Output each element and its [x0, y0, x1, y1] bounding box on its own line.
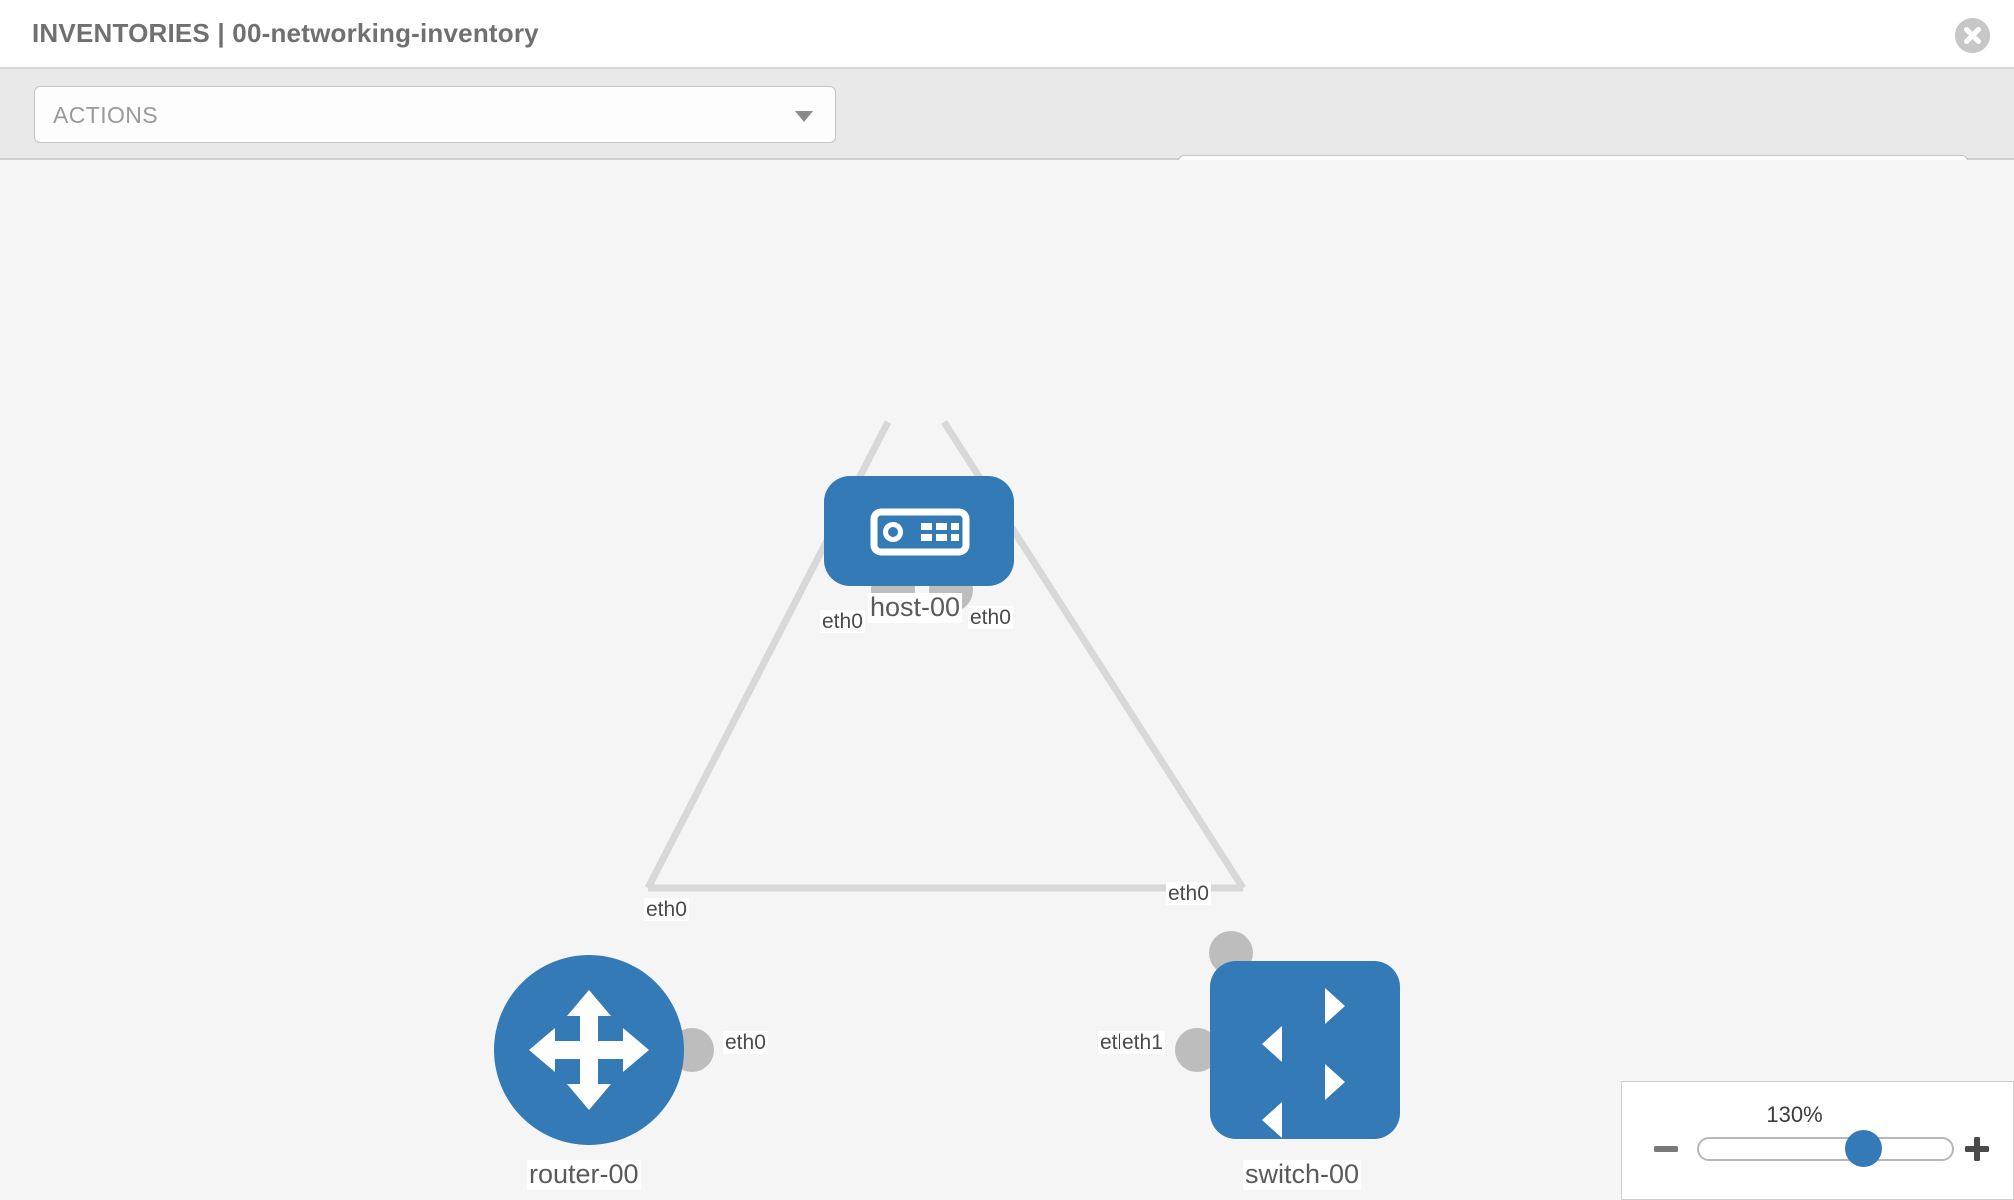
iface-label-host00-left: eth0: [820, 610, 865, 634]
actions-dropdown[interactable]: ACTIONS: [34, 86, 836, 143]
node-host-00[interactable]: [824, 476, 1014, 586]
plus-icon: [1965, 1137, 1989, 1161]
server-appliance-icon: [870, 508, 970, 556]
zoom-out-button[interactable]: [1652, 1135, 1680, 1163]
iface-label-switch00-left: eth1: [1120, 1031, 1165, 1055]
node-label-switch-00: switch-00: [1243, 1159, 1362, 1190]
graph-ports: [670, 568, 1253, 1072]
port-switch00-left: [1175, 1028, 1219, 1072]
topology-canvas[interactable]: host-00 router-00 switch-00 eth0 eth0 et…: [0, 160, 2014, 1200]
toolbar: ACTIONS SEARCH: [0, 69, 2014, 212]
window-header: INVENTORIES | 00-networking-inventory: [0, 0, 2014, 69]
iface-label-switch00-top: eth0: [1166, 882, 1211, 906]
iface-label-router00-top: eth0: [644, 898, 689, 922]
zoom-percent-label: 130%: [1766, 1102, 1823, 1127]
zoom-slider-thumb[interactable]: [1845, 1130, 1882, 1167]
switch-arrows-icon: [1262, 988, 1345, 1138]
actions-dropdown-label: ACTIONS: [53, 102, 159, 128]
node-label-router-00: router-00: [527, 1159, 641, 1190]
zoom-in-button[interactable]: [1963, 1135, 1991, 1163]
router-four-arrows-icon: [529, 990, 649, 1110]
zoom-slider-track[interactable]: [1697, 1137, 1954, 1161]
node-switch-00[interactable]: [1210, 961, 1400, 1139]
chevron-down-icon: [795, 111, 813, 122]
topology-graph: [494, 420, 1400, 1145]
close-button[interactable]: [1955, 18, 1990, 53]
node-label-host-00: host-00: [868, 592, 963, 623]
minus-icon: [1654, 1146, 1678, 1152]
node-router-00[interactable]: [494, 955, 684, 1145]
iface-label-host00-right: eth0: [968, 606, 1013, 630]
page-title: INVENTORIES | 00-networking-inventory: [32, 18, 539, 48]
iface-label-router00-right: eth0: [723, 1031, 768, 1055]
close-icon: [1955, 18, 1990, 53]
zoom-control-panel: 130%: [1621, 1081, 2014, 1200]
